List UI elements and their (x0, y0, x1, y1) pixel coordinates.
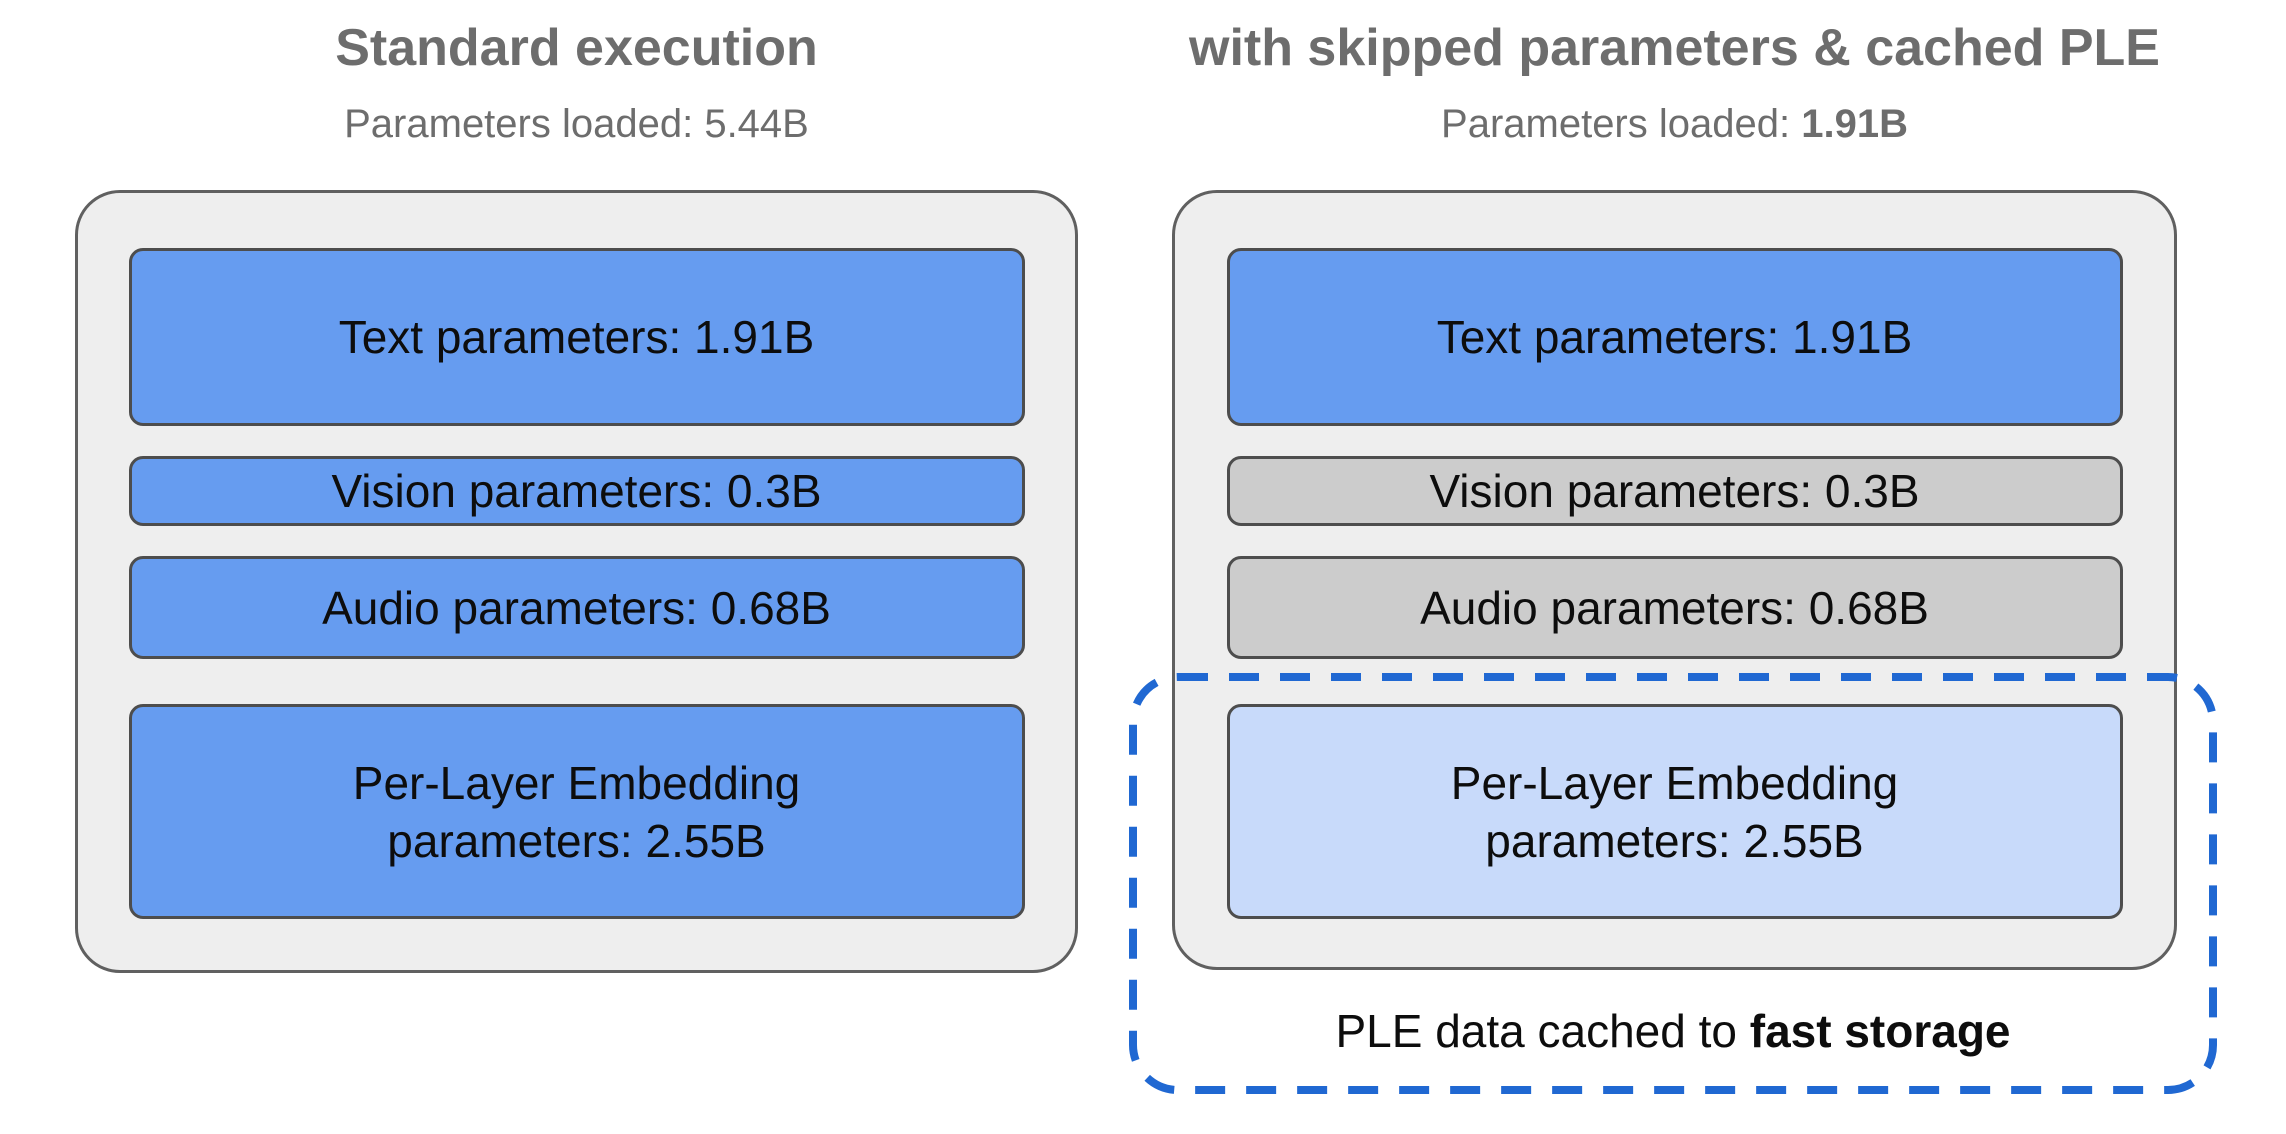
left-panel-title: Standard execution (335, 19, 818, 77)
param-box-ple: Per-Layer Embedding parameters: 2.55B (128, 704, 1025, 919)
param-box-label: Per-Layer Embedding parameters: 2.55B (352, 756, 801, 867)
ple-cache-note-bold: fast storage (1749, 1005, 2011, 1057)
param-box-label: Text parameters: 1.91B (338, 311, 815, 363)
ple-cache-note-prefix: PLE data cached to (1335, 1005, 1750, 1057)
right-panel-title: with skipped parameters & cached PLE (1189, 19, 2160, 77)
param-box-label: Text parameters: 1.91B (1436, 311, 1913, 363)
right-model-container: Text parameters: 1.91B Vision parameters:… (1172, 190, 2177, 970)
left-box-stack: Text parameters: 1.91B Vision parameters:… (78, 193, 1075, 919)
left-panel-params-loaded: Parameters loaded: 5.44B (344, 102, 809, 146)
param-box-vision: Vision parameters: 0.3B (128, 456, 1025, 526)
param-box-ple: Per-Layer Embedding parameters: 2.55B (1226, 704, 2123, 919)
param-box-label: Per-Layer Embedding parameters: 2.55B (1450, 756, 1899, 867)
param-box-label: Audio parameters: 0.68B (1420, 581, 1929, 634)
right-panel-params-loaded-value: 1.91B (1801, 102, 1908, 146)
right-box-stack: Text parameters: 1.91B Vision parameters:… (1175, 193, 2174, 919)
param-box-label: Vision parameters: 0.3B (1429, 465, 1920, 517)
param-box-vision: Vision parameters: 0.3B (1226, 456, 2123, 526)
left-model-container: Text parameters: 1.91B Vision parameters:… (75, 190, 1078, 973)
param-box-text: Text parameters: 1.91B (128, 248, 1025, 426)
right-panel-params-loaded: Parameters loaded: 1.91B (1172, 100, 2177, 148)
param-box-text: Text parameters: 1.91B (1226, 248, 2123, 426)
param-box-label: Audio parameters: 0.68B (322, 581, 831, 634)
param-box-audio: Audio parameters: 0.68B (1226, 556, 2123, 659)
param-box-label: Vision parameters: 0.3B (331, 465, 822, 517)
param-box-audio: Audio parameters: 0.68B (128, 556, 1025, 659)
ple-cache-note: PLE data cached to fast storage (1133, 1004, 2213, 1058)
right-panel-params-loaded-prefix: Parameters loaded: (1441, 102, 1802, 146)
